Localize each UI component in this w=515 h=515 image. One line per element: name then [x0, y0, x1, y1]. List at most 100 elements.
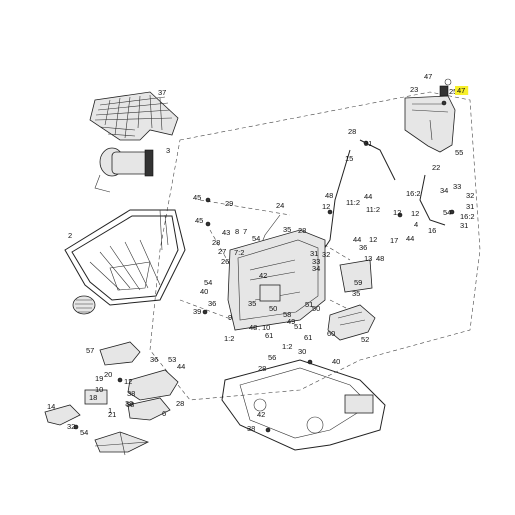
callout-44: 44 — [364, 192, 372, 201]
callout-highlight-box — [455, 86, 469, 95]
callout-label: 36 — [208, 299, 216, 308]
callout-label: 40 — [200, 287, 208, 296]
callout-label: 13 — [364, 254, 372, 263]
callout-24: 24 — [276, 201, 284, 210]
callout-47: 47 — [424, 72, 432, 81]
callout-label: 31 — [310, 249, 318, 258]
callout-label: 54 — [80, 428, 88, 437]
callout-33: 33 — [453, 182, 461, 191]
callout-label: 31 — [460, 221, 468, 230]
callout-label: 16:2 — [460, 212, 475, 221]
callout-51: 51 — [294, 322, 302, 331]
callout-label: 21 — [108, 410, 116, 419]
callout-label: 28 — [176, 399, 184, 408]
callout-31: 31 — [460, 221, 468, 230]
callout-label: 24 — [276, 201, 284, 210]
callout-label: 34 — [440, 186, 448, 195]
callout-7: 7 — [243, 227, 247, 236]
callout-label: 48 — [325, 191, 333, 200]
part-6-cover — [127, 397, 171, 421]
callout-28: 28 — [258, 364, 266, 373]
callout-label: 54 — [443, 208, 451, 217]
part-14-shield — [44, 404, 81, 426]
part-53-plate — [127, 369, 179, 401]
callout-42: 42 — [259, 271, 267, 280]
callout-label: 17 — [390, 236, 398, 245]
callout-7:2: 7:2 — [234, 248, 244, 257]
assembly-outline-dashed — [149, 91, 481, 401]
callout-label: 44 — [177, 362, 185, 371]
callout-label: 56 — [268, 353, 276, 362]
callout-label: 14 — [47, 402, 55, 411]
callout-label: 54 — [204, 278, 212, 287]
callout-22: 22 — [432, 163, 440, 172]
callout-label: 4 — [414, 220, 418, 229]
callout-label: 1 — [108, 406, 112, 415]
callout-label: 28 — [258, 364, 266, 373]
callout-3: 3 — [166, 146, 170, 155]
callout-28: 28 — [176, 399, 184, 408]
callout-label: 19 — [95, 374, 103, 383]
callout-label: 58 — [283, 310, 291, 319]
callout-38: 38 — [247, 424, 255, 433]
callout-label: 50 — [312, 304, 320, 313]
callout-44: 44 — [353, 235, 361, 244]
callout-54: 54 — [252, 234, 260, 243]
callout-35: 35 — [283, 225, 291, 234]
callout-label: 28 — [212, 238, 220, 247]
callout-45: 45 — [195, 216, 203, 225]
callout-label: 34 — [312, 264, 320, 273]
callout-label: 32 — [322, 250, 330, 259]
callout-label: 30 — [298, 347, 306, 356]
callout-label: 26 — [221, 257, 229, 266]
callout-label: 60 — [327, 329, 335, 338]
callout-12: 12 — [322, 202, 330, 211]
callout-label: 45 — [195, 216, 203, 225]
callout-54: 54 — [80, 428, 88, 437]
callout-17: 17 — [390, 236, 398, 245]
callout-32: 32 — [322, 250, 330, 259]
callout-label: 7 — [243, 227, 247, 236]
callout-label: 15 — [345, 154, 353, 163]
callout-label: 61 — [265, 331, 273, 340]
callout-label: 44 — [364, 192, 372, 201]
callout-30: 30 — [298, 347, 306, 356]
callout-56: 56 — [268, 353, 276, 362]
callout-label: 31 — [466, 202, 474, 211]
callout-11:2: 11:2 — [366, 205, 380, 214]
callout-label: 12 — [393, 208, 401, 217]
part-52-pedal — [327, 304, 376, 341]
callout-36: 36 — [150, 355, 158, 364]
fasteners — [73, 100, 455, 433]
callout-label: 40 — [332, 357, 340, 366]
callout-10: 10 — [262, 323, 270, 332]
callout-label: 7:2 — [234, 248, 244, 257]
callout-label: 48 — [249, 323, 257, 332]
callout-48: 48 — [249, 323, 257, 332]
callout-61: 61 — [304, 333, 312, 342]
callout-40: 40 — [332, 357, 340, 366]
callout-28: 28 — [212, 238, 220, 247]
callout-39: 39 — [125, 399, 133, 408]
callout-28: 28 — [348, 127, 356, 136]
callout-2: 2 — [68, 231, 72, 240]
callout-label: 44 — [406, 234, 414, 243]
callout-40: 40 — [200, 287, 208, 296]
part-frame — [227, 229, 326, 331]
callout-label: 23 — [410, 85, 418, 94]
part-impeller — [94, 431, 150, 456]
callout-51: 51 — [305, 300, 313, 309]
callout-1:2: 1:2 — [282, 342, 292, 351]
callout-label: 32 — [466, 191, 474, 200]
callout-11:2: 11:2 — [346, 198, 360, 207]
callout-label: 2 — [68, 231, 72, 240]
callout-32: 32 — [466, 191, 474, 200]
callout-label: 51 — [294, 322, 302, 331]
callout-label: 16:2 — [406, 189, 421, 198]
callout-32: 32 — [67, 422, 75, 431]
callout-label: 33 — [312, 257, 320, 266]
callout-label: 27 — [218, 247, 226, 256]
callout-12: 12 — [411, 209, 419, 218]
callout-label: 12 — [124, 377, 132, 386]
